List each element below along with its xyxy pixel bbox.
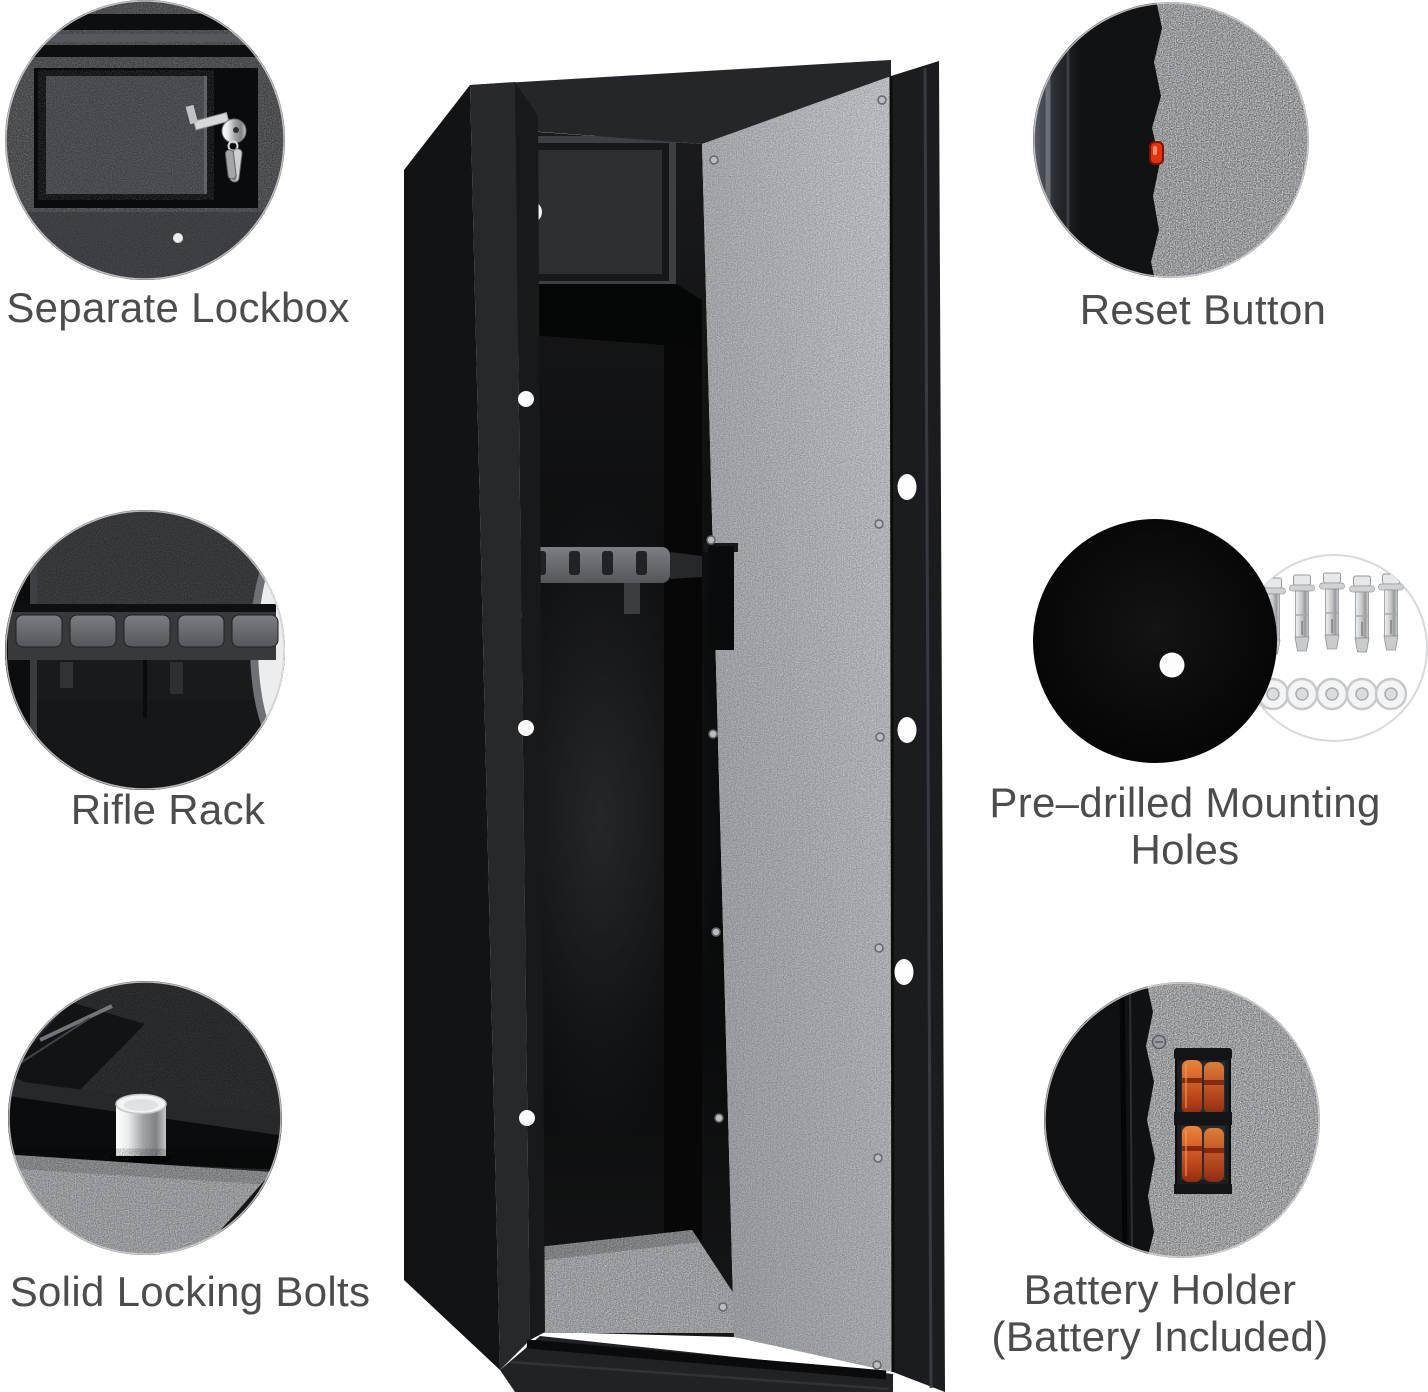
door-inner-edge [1044, 982, 1155, 1258]
interior-floor-mat [512, 1230, 734, 1333]
callout-ring [1044, 982, 1320, 1258]
callout-photo-reset-button [1033, 2, 1309, 278]
feature-label-rifle-rack: Rifle Rack [71, 786, 265, 833]
door-edge-shadow [889, 75, 895, 1373]
frame-hole [519, 1110, 535, 1126]
feature-label-text: Battery Holder [1023, 1266, 1297, 1313]
feature-label-reset-button: Reset Button [1080, 286, 1326, 333]
callout-ring [5, 510, 285, 790]
safe-bottom-sill [500, 1336, 893, 1392]
callout-ring [5, 0, 285, 280]
safe-side-panel [404, 85, 500, 1370]
feature-label-text: Reset Button [1079, 286, 1327, 333]
frame-hole [518, 720, 534, 736]
feature-label-pre-drilled-mounting-holes: Pre–drilled Mounting Holes [989, 779, 1380, 874]
pre-drilled-panel-circle [1033, 519, 1277, 763]
hanging-keys-icon [224, 148, 243, 183]
door-edge-ridge [923, 67, 933, 1389]
callout-photo-separate-lockbox [5, 0, 285, 280]
interior-corner-shadow [664, 298, 702, 1240]
lockbox-cam-latch [185, 104, 230, 131]
feature-label-solid-locking-bolts: Solid Locking Bolts [10, 1268, 371, 1315]
rack-slots [15, 614, 279, 648]
callout-photo-battery-holder [1044, 982, 1320, 1258]
callout-photo-mounting-hardware [1033, 519, 1428, 763]
batteries [1182, 1060, 1224, 1182]
safe-front-left-frame [470, 82, 530, 1370]
callout-ring [8, 981, 282, 1255]
feature-label-text: Rifle Rack [70, 786, 266, 833]
door-bolt-holes [894, 474, 917, 985]
feature-label-separate-lockbox: Separate Lockbox [6, 284, 349, 331]
washers [1256, 677, 1408, 711]
frame-hole [518, 391, 534, 407]
key-ring-icon [227, 140, 239, 152]
lockbox-shelf-shadow [504, 284, 702, 348]
safe-front-top-frame [470, 60, 891, 144]
mounting-hole-icon [1159, 652, 1185, 678]
feature-label-text: Pre–drilled Mounting [989, 779, 1381, 826]
battery-holder-icon [1174, 1048, 1232, 1194]
feature-label-text-line2: (Battery Included) [991, 1313, 1329, 1361]
safe-illustration [404, 60, 945, 1392]
safe-door [702, 61, 945, 1392]
callout-photo-solid-locking-bolts [8, 981, 282, 1255]
door-rivets [706, 95, 887, 1370]
door-edge-frame [891, 61, 945, 1392]
feature-label-text-line2: Holes [1130, 826, 1240, 874]
callout-ring [1033, 2, 1309, 278]
door-handle-recess [708, 546, 734, 650]
lockbox-front-hole [173, 233, 183, 243]
feature-label-battery-holder: Battery Holder (Battery Included) [992, 1266, 1329, 1361]
feature-label-text: Separate Lockbox [6, 284, 350, 331]
feature-label-text: Solid Locking Bolts [9, 1268, 371, 1315]
